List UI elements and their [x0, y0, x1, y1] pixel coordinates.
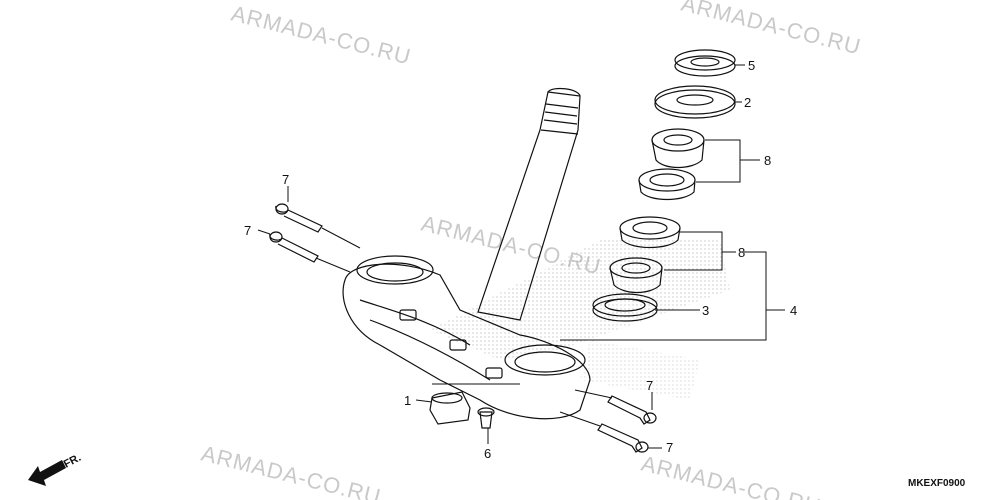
diagram-code: MKEXF0900 [908, 478, 966, 489]
callout-labels: 5 2 8 8 3 4 7 7 7 7 1 6 [244, 58, 797, 461]
bolt-upper-2 [269, 231, 319, 263]
watermark-text: ARMADA-CO.RU [639, 451, 824, 500]
steering-stem [477, 87, 581, 321]
callout-4: 4 [790, 303, 797, 318]
callout-3: 3 [702, 303, 709, 318]
direction-label: FR. [62, 452, 83, 471]
callout-5: 5 [748, 58, 755, 73]
bolt-upper-1 [275, 203, 323, 233]
callout-7-top: 7 [282, 172, 289, 187]
upper-bearing [638, 128, 705, 201]
cable-guide [429, 391, 471, 425]
stem-nut [674, 49, 736, 77]
bolt-lower-2 [597, 423, 649, 453]
washer [654, 85, 736, 119]
watermark-text: ARMADA-CO.RU [199, 441, 384, 500]
watermark-text: ARMADA-CO.RU [229, 1, 414, 70]
front-direction-indicator: FR. [28, 452, 83, 486]
screw [477, 407, 495, 429]
callout-7-bottom: 7 [666, 440, 673, 455]
leader-lines [257, 64, 785, 449]
lower-bracket [342, 255, 591, 420]
callout-8-upper: 8 [764, 153, 771, 168]
dotted-shadow-area [430, 240, 730, 360]
watermark-layer: ARMADA-CO.RU ARMADA-CO.RU ARMADA-CO.RU A… [199, 0, 864, 500]
callout-2: 2 [744, 95, 751, 110]
callout-6: 6 [484, 446, 491, 461]
callout-8-lower: 8 [738, 245, 745, 260]
dotted-shadow-area [580, 340, 700, 400]
bolt-lower-1 [607, 395, 657, 425]
front-direction-arrow-icon [28, 460, 66, 486]
callout-1: 1 [404, 393, 411, 408]
callout-7-right: 7 [646, 378, 653, 393]
lower-bearing [609, 216, 681, 294]
callout-7-left: 7 [244, 223, 251, 238]
